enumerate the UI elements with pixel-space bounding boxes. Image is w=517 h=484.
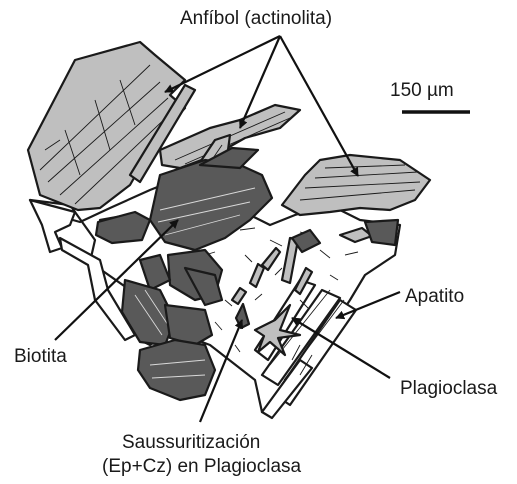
label-saussuritizacion-line2: (Ep+Cz) en Plagioclasa: [102, 456, 302, 477]
label-apatito: Apatito: [405, 286, 464, 307]
label-biotita: Biotita: [14, 346, 67, 367]
label-anfibol: Anfíbol (actinolita): [180, 8, 332, 29]
label-scale: 150 µm: [390, 80, 454, 101]
arrow-anfibol-3: [280, 36, 358, 176]
arrow-anfibol-1: [165, 36, 280, 92]
label-saussuritizacion-line1: Saussuritización: [122, 432, 260, 453]
label-plagioclasa: Plagioclasa: [400, 378, 498, 399]
